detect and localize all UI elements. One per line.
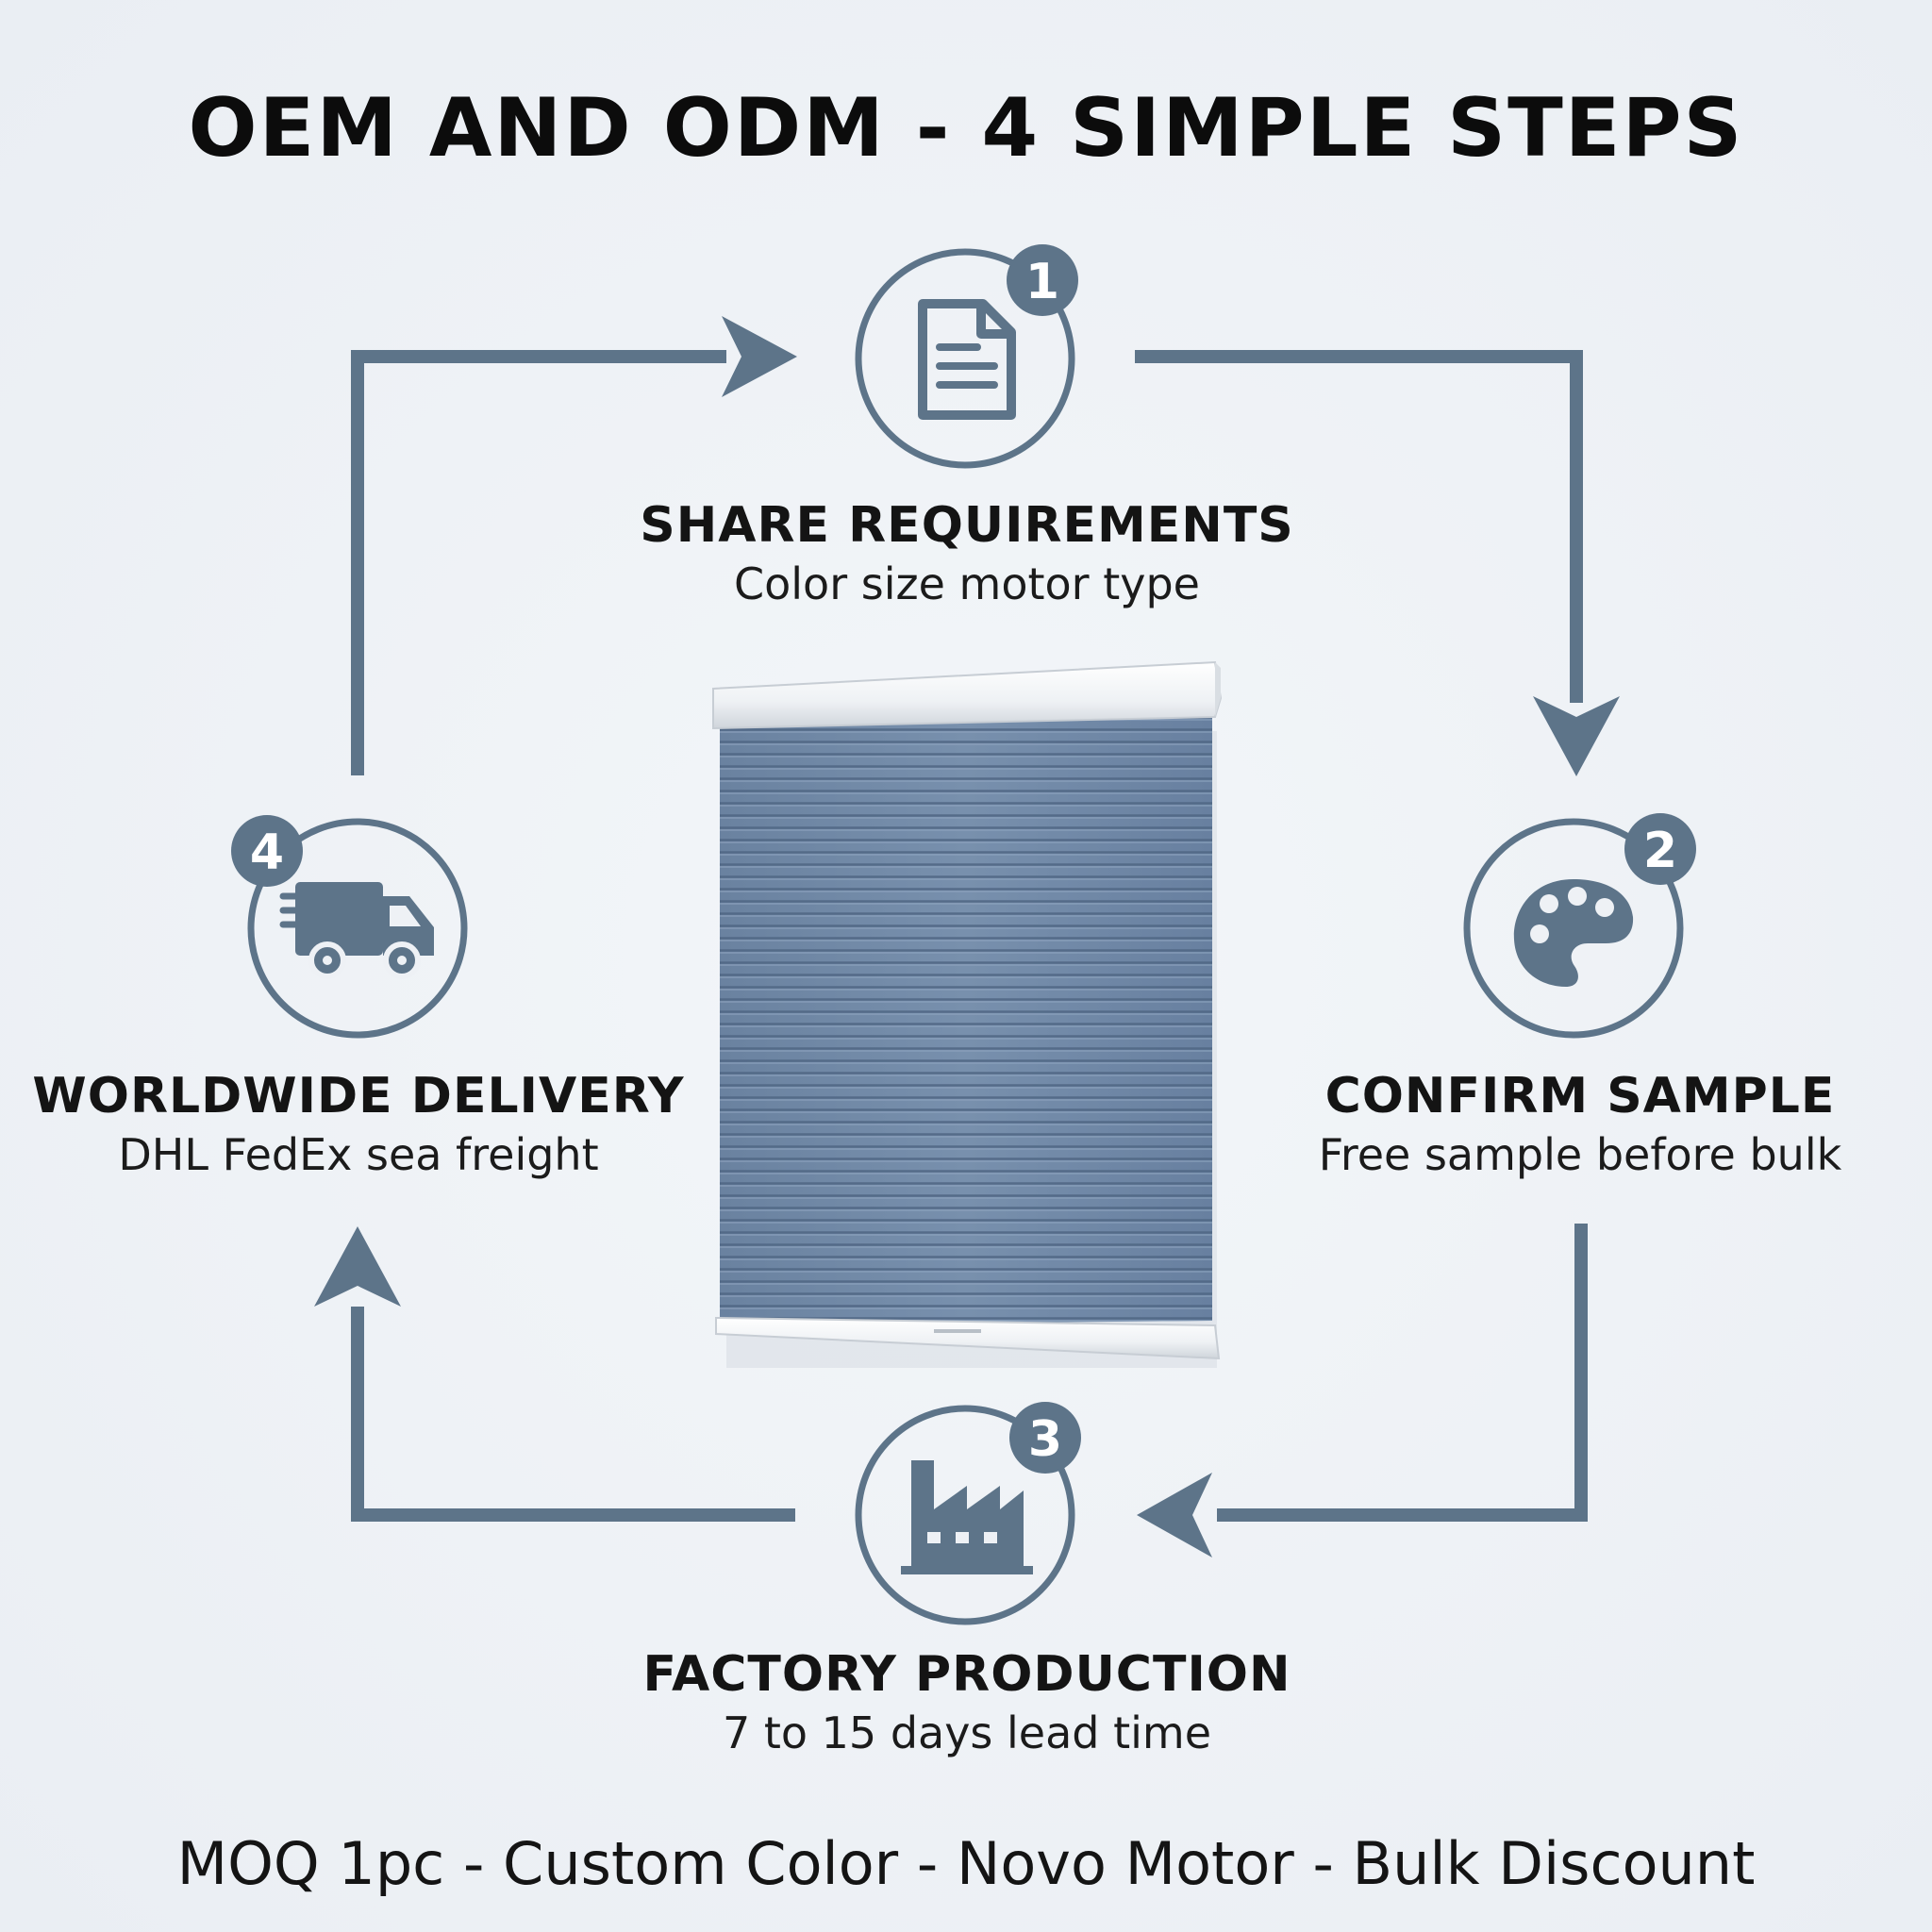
connector-3-to-4 [314,1226,795,1522]
palette-icon [1513,879,1634,987]
step-3-subtitle: 7 to 15 days lead time [722,1707,1212,1758]
blind-bottom-rail [715,1316,1221,1360]
step-3-label: FACTORY PRODUCTION 7 to 15 days lead tim… [608,1645,1325,1762]
blind-headrail [712,660,1223,730]
delivery-truck-icon [279,882,434,979]
footer-tagline: MOQ 1pc - Custom Color - Novo Motor - Bu… [176,1829,1756,1898]
step-3-heading: FACTORY PRODUCTION [642,1646,1291,1703]
step-2-heading: CONFIRM SAMPLE [1324,1068,1836,1124]
connector-1-to-2 [1135,350,1620,776]
connector-4-to-1 [351,316,797,775]
step-4-heading: WORLDWIDE DELIVERY [32,1068,685,1124]
step-2-label: CONFIRM SAMPLE Free sample before bulk [1222,1067,1932,1184]
step-1-node: 1 [855,244,1078,469]
step-4-node: 4 [231,815,468,1039]
step-3-node: 3 [855,1402,1081,1625]
step-4-label: WORLDWIDE DELIVERY DHL FedEx sea freight [0,1067,717,1184]
step-4-subtitle: DHL FedEx sea freight [118,1129,599,1180]
blind-product-image [712,660,1223,1368]
page-title: OEM AND ODM - 4 SIMPLE STEPS [188,81,1744,175]
step-4-number: 4 [250,824,284,881]
step-1-number: 1 [1025,254,1059,310]
step-3-number: 3 [1028,1411,1062,1468]
step-1-subtitle: Color size motor type [734,558,1200,609]
step-2-node: 2 [1463,813,1696,1039]
step-2-subtitle: Free sample before bulk [1318,1129,1842,1180]
connector-2-to-3 [1137,1224,1588,1557]
document-icon [918,299,1016,420]
step-1-label: SHARE REQUIREMENTS Color size motor type [608,496,1325,613]
step-2-number: 2 [1643,823,1677,879]
factory-icon [901,1460,1033,1574]
step-1-heading: SHARE REQUIREMENTS [640,497,1294,554]
